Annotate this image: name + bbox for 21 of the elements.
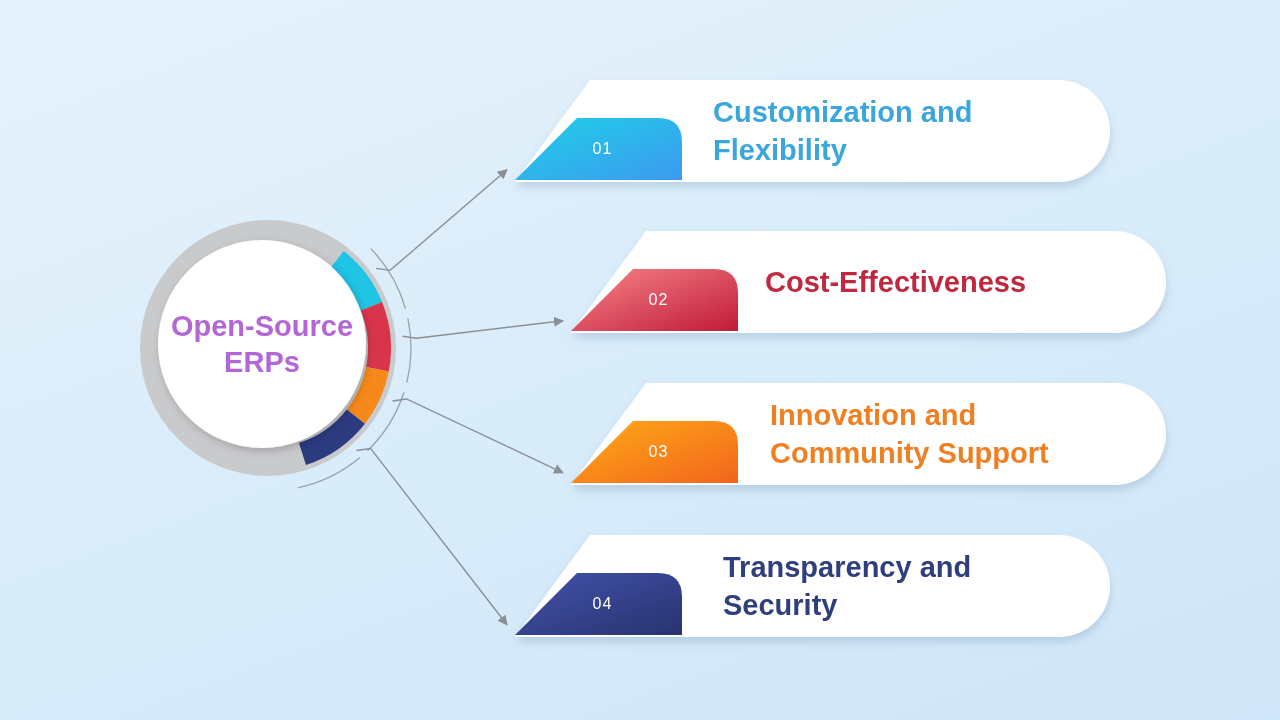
feature-heading: Innovation and Community Support	[770, 398, 1050, 471]
arrow	[375, 169, 508, 272]
feature-heading: Transparency and Security	[723, 550, 973, 623]
number-tab	[515, 573, 682, 635]
feature-card	[515, 535, 1110, 637]
step-number: 01	[591, 140, 614, 158]
feature-card	[571, 231, 1166, 333]
step-number: 03	[647, 443, 670, 461]
arrow	[401, 316, 564, 339]
arrow	[355, 447, 508, 626]
feature-card	[571, 383, 1166, 485]
number-tab	[515, 118, 682, 180]
feature-heading: Customization and Flexibility	[713, 95, 974, 168]
step-number: 04	[591, 595, 614, 613]
arrow	[391, 398, 564, 474]
number-tab	[571, 269, 738, 331]
step-number: 02	[647, 291, 670, 309]
number-tab	[571, 421, 738, 483]
feature-heading: Cost-Effectiveness	[765, 265, 1028, 300]
hub-title: Open-Source ERPs	[169, 309, 355, 380]
feature-card	[515, 80, 1110, 182]
